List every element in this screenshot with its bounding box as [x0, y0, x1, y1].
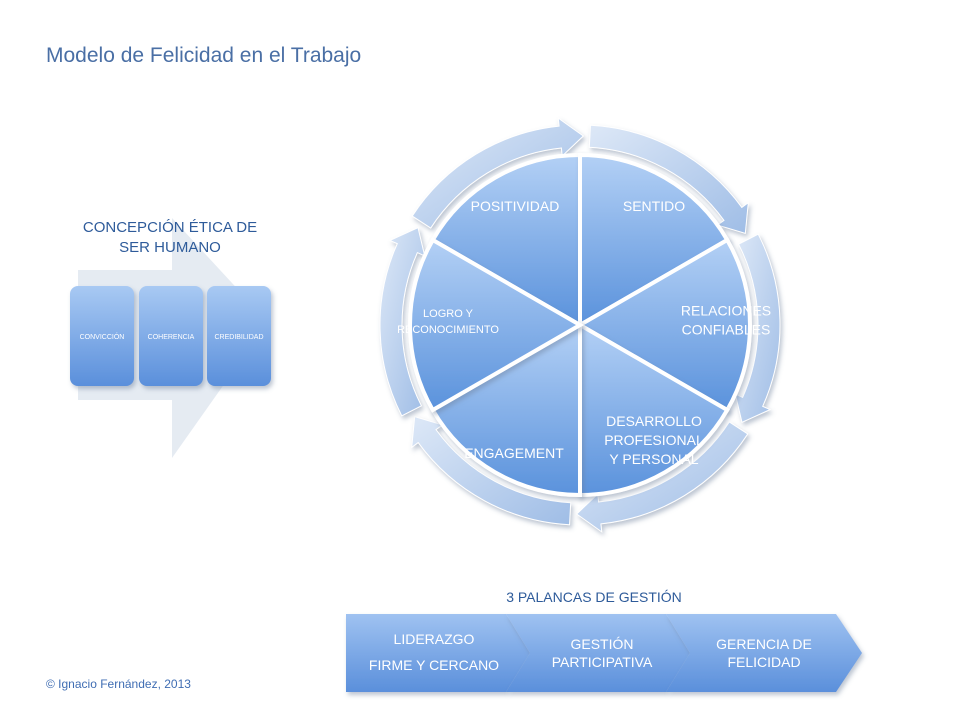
cycle-label-desarrollo: PROFESIONAL	[604, 432, 704, 448]
levers-heading: 3 PALANCAS DE GESTIÓN	[506, 589, 682, 605]
page-title: Modelo de Felicidad en el Trabajo	[46, 44, 362, 67]
concept-box-conviccion	[70, 286, 134, 386]
lever-liderazgo-line1: LIDERAZGO	[394, 631, 475, 647]
cycle-label-logro: LOGRO Y	[423, 308, 474, 320]
cycle-arrow	[379, 226, 426, 417]
cycle-segment-engagement	[430, 321, 582, 498]
lever-gerencia-line1: GERENCIA DE	[716, 636, 812, 652]
cycle-label-relaciones: CONFIABLES	[682, 321, 771, 337]
lever-gestion-line1: GESTIÓN	[570, 636, 633, 652]
cycle-segment-relaciones	[576, 237, 752, 413]
cycle-segment-logro	[408, 237, 584, 413]
cycle-diagram: POSITIVIDAD SENTIDO RELACIONES CONFIABLES DE…	[379, 117, 781, 533]
cycle-arrow	[411, 415, 572, 526]
concept-box-label-coherencia: COHERENCIA	[148, 334, 195, 341]
concept-box-label-conviccion: CONVICCIÓN	[80, 332, 125, 341]
cycle-label-logro: RECONOCIMIENTO	[397, 324, 499, 336]
cycle-label-positividad: POSITIVIDAD	[471, 198, 560, 214]
cycle-segment-desarrollo	[578, 321, 730, 498]
lever-gestion-line2: PARTICIPATIVA	[552, 654, 653, 670]
cycle-label-engagement: ENGAGEMENT	[464, 445, 564, 461]
concept-box-coherencia	[139, 286, 203, 386]
cycle-arrow	[734, 233, 781, 424]
copyright-notice: © Ignacio Fernández, 2013	[46, 677, 191, 691]
cycle-segment-positividad	[430, 152, 582, 329]
lever-gerencia-line2: FELICIDAD	[727, 654, 800, 670]
cycle-segment-sentido	[578, 152, 730, 329]
cycle-label-desarrollo: Y PERSONAL	[609, 451, 698, 467]
concept-heading-line2: SER HUMANO	[119, 239, 221, 256]
lever-liderazgo-line2: FIRME Y CERCANO	[369, 657, 499, 673]
cycle-label-sentido: SENTIDO	[623, 198, 685, 214]
cycle-label-desarrollo: DESARROLLO	[606, 413, 702, 429]
concept-box-label-credibilidad: CREDIBILIDAD	[214, 334, 263, 341]
cycle-arrow	[575, 421, 749, 533]
cycle-arrow	[411, 117, 585, 229]
cycle-label-relaciones: RELACIONES	[681, 302, 771, 318]
concept-box-credibilidad	[207, 286, 271, 386]
concept-heading-line1: CONCEPCIÓN ÉTICA DE	[83, 219, 257, 236]
cycle-arrow	[588, 124, 749, 235]
levers-chevrons	[346, 614, 862, 692]
